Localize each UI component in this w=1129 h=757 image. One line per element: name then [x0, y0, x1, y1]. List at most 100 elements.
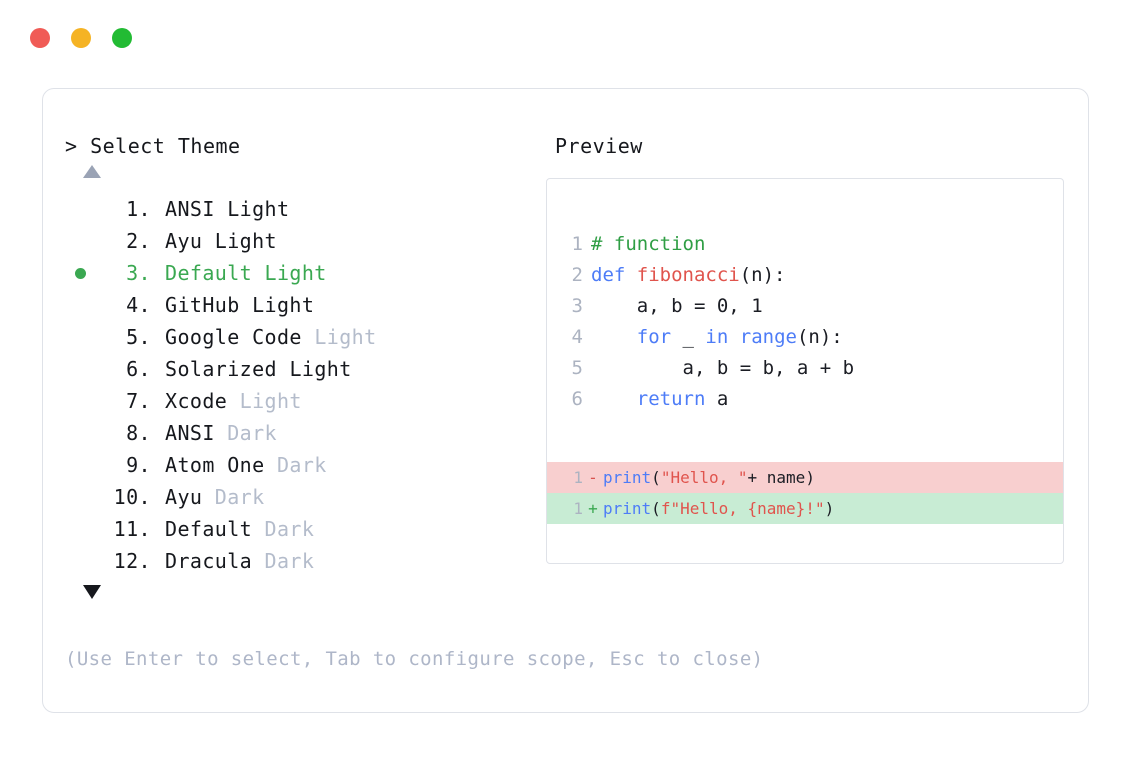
theme-item-index: 3.	[126, 261, 151, 285]
code-token: fibonacci	[636, 264, 740, 286]
diff-line-removed: 1-print("Hello, " + name)	[547, 462, 1063, 493]
theme-item-name: Xcode Light	[165, 389, 302, 413]
theme-item-index: 2.	[126, 229, 151, 253]
diff-marker: -	[588, 468, 598, 487]
theme-item-index: 6.	[126, 357, 151, 381]
scroll-up-arrow-icon[interactable]	[83, 165, 101, 178]
theme-list-item[interactable]: 7. Xcode Light	[65, 385, 525, 417]
diff-block: 1-print("Hello, " + name)1+print(f"Hello…	[547, 462, 1063, 524]
theme-item-name: Default Dark	[165, 517, 315, 541]
theme-item-name: Default Light	[165, 261, 327, 285]
code-line: 1 # function	[561, 229, 1053, 260]
theme-item-name: ANSI Light	[165, 197, 290, 221]
code-token: f"Hello, {name}!"	[660, 499, 825, 518]
line-number: 1	[573, 468, 583, 487]
code-token: a	[705, 388, 729, 410]
code-token: (n):	[739, 264, 786, 286]
line-number: 4	[571, 326, 583, 348]
theme-item-name: Dracula Dark	[165, 549, 315, 573]
select-theme-prompt: > Select Theme	[65, 134, 241, 158]
theme-list-item[interactable]: 4. GitHub Light	[65, 289, 525, 321]
theme-item-index: 5.	[126, 325, 151, 349]
line-number: 1	[571, 233, 583, 255]
scroll-down-arrow-icon[interactable]	[83, 585, 101, 599]
theme-list-item[interactable]: 1. ANSI Light	[65, 193, 525, 225]
code-token: def	[591, 264, 637, 286]
code-line: 2 def fibonacci(n):	[561, 260, 1053, 291]
code-token: print	[603, 499, 652, 518]
theme-item-variant: Dark	[264, 549, 315, 573]
theme-item-variant: Light	[214, 229, 277, 253]
theme-list-item[interactable]: 10. Ayu Dark	[65, 481, 525, 513]
code-line: 6 return a	[561, 384, 1053, 415]
code-token: in	[705, 326, 729, 348]
theme-list-item[interactable]: 8. ANSI Dark	[65, 417, 525, 449]
code-token: (n):	[796, 326, 843, 348]
theme-item-index: 8.	[126, 421, 151, 445]
code-token	[591, 322, 637, 353]
diff-marker: +	[588, 499, 598, 518]
theme-item-variant: Dark	[276, 453, 327, 477]
keyboard-hint: (Use Enter to select, Tab to configure s…	[65, 648, 764, 670]
diff-line-added: 1+print(f"Hello, {name}!")	[547, 493, 1063, 524]
close-button[interactable]	[30, 28, 50, 48]
theme-item-variant: Light	[227, 197, 290, 221]
panel-header-row: > Select Theme Preview	[65, 133, 1065, 159]
theme-item-name: Ayu Dark	[165, 485, 265, 509]
theme-item-name: Google Code Light	[165, 325, 377, 349]
theme-item-variant: Dark	[227, 421, 277, 445]
line-number: 5	[571, 357, 583, 379]
code-token: ,	[728, 295, 752, 317]
code-line: 5 a, b = b, a + b	[561, 353, 1053, 384]
code-line: 4 for _ in range(n):	[561, 322, 1053, 353]
code-token	[591, 384, 637, 415]
code-token: a, b = b, a + b	[591, 357, 855, 379]
theme-list-item[interactable]: 5. Google Code Light	[65, 321, 525, 353]
theme-list-item[interactable]: 6. Solarized Light	[65, 353, 525, 385]
theme-list-item[interactable]: 3. Default Light	[65, 257, 525, 289]
theme-item-variant: Light	[314, 325, 377, 349]
selected-indicator-dot	[75, 268, 86, 279]
theme-list-item[interactable]: 12. Dracula Dark	[65, 545, 525, 577]
code-token	[728, 322, 739, 353]
line-number: 1	[573, 499, 583, 518]
theme-item-variant: Dark	[264, 517, 315, 541]
code-token: range	[739, 326, 797, 348]
theme-item-variant: Light	[264, 261, 327, 285]
minimize-button[interactable]	[71, 28, 91, 48]
code-token: print	[603, 468, 652, 487]
theme-item-variant: Light	[289, 357, 352, 381]
theme-item-name: ANSI Dark	[165, 421, 277, 445]
preview-label: Preview	[555, 134, 643, 158]
line-number: 2	[571, 264, 583, 286]
theme-item-name: Solarized Light	[165, 357, 352, 381]
theme-item-variant: Light	[239, 389, 302, 413]
theme-list-item[interactable]: 9.Atom One Dark	[65, 449, 525, 481]
theme-item-variant: Light	[252, 293, 315, 317]
line-number: 6	[571, 388, 583, 410]
line-number: 3	[571, 295, 583, 317]
maximize-button[interactable]	[112, 28, 132, 48]
code-token: for	[636, 326, 672, 348]
code-token: _	[671, 326, 706, 348]
code-line: 3 a, b = 0, 1	[561, 291, 1053, 322]
theme-item-index: 7.	[126, 389, 151, 413]
theme-item-index: 10.	[113, 485, 151, 509]
code-token: "Hello, "	[660, 468, 748, 487]
theme-item-name: GitHub Light	[165, 293, 315, 317]
code-token: 1	[751, 295, 763, 317]
theme-list-item[interactable]: 2.Ayu Light	[65, 225, 525, 257]
theme-item-index: 1.	[126, 197, 151, 221]
code-token: (	[651, 499, 661, 518]
code-token: + name)	[747, 468, 815, 487]
theme-list-item[interactable]: 11.Default Dark	[65, 513, 525, 545]
theme-item-variant: Dark	[214, 485, 265, 509]
theme-item-index: 12.	[113, 549, 151, 573]
theme-item-name: Atom One Dark	[165, 453, 327, 477]
theme-item-index: 4.	[126, 293, 151, 317]
code-token: (	[651, 468, 661, 487]
code-token: # function	[591, 233, 706, 255]
